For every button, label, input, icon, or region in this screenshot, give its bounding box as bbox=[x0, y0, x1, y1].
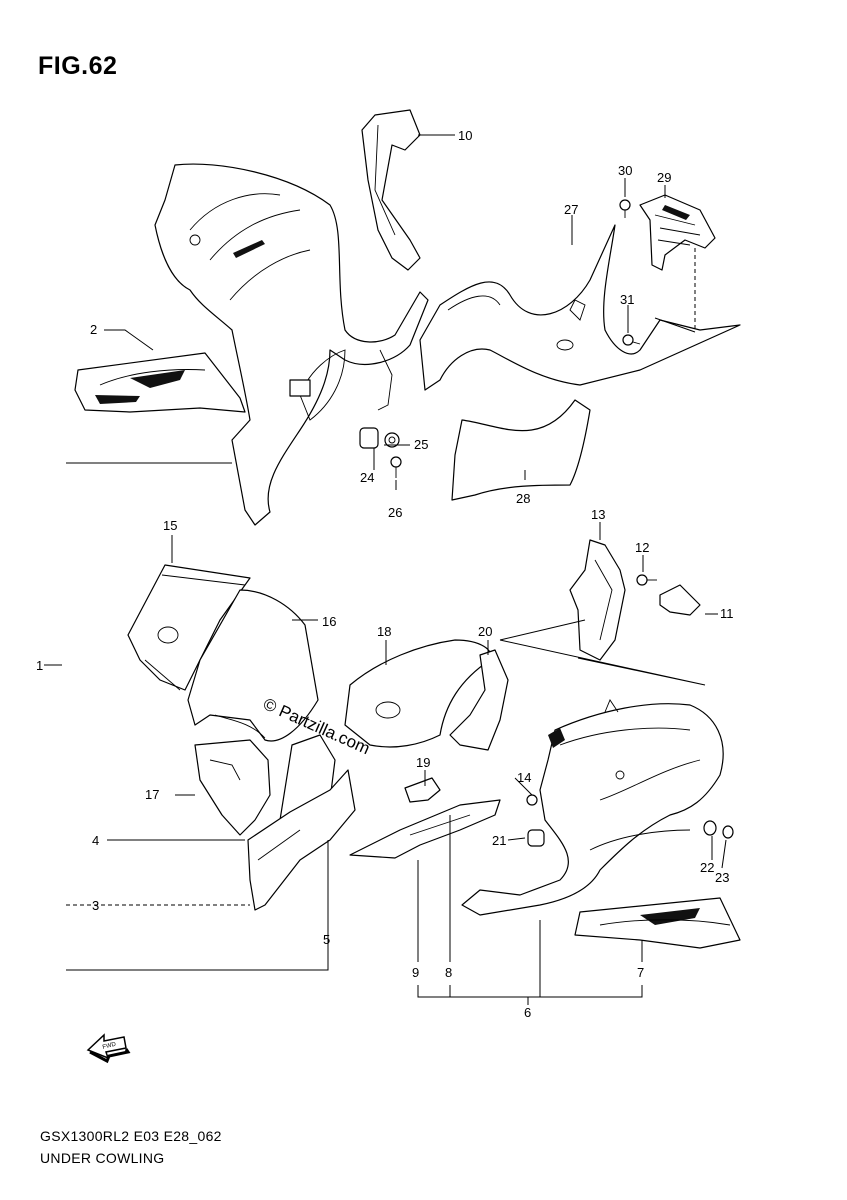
callout-16: 16 bbox=[322, 614, 336, 629]
part-lower-panel-17 bbox=[194, 739, 271, 836]
callout-9: 9 bbox=[412, 965, 419, 980]
grommet-21 bbox=[527, 829, 545, 847]
callout-7: 7 bbox=[637, 965, 644, 980]
screw-26 bbox=[390, 456, 402, 478]
callout-26: 26 bbox=[388, 505, 402, 520]
part-lower-panel-28 bbox=[451, 399, 591, 501]
callout-24: 24 bbox=[360, 470, 374, 485]
callout-11: 11 bbox=[720, 606, 734, 621]
callout-13: 13 bbox=[591, 507, 605, 522]
bracket-11 bbox=[659, 584, 701, 616]
section-name: UNDER COWLING bbox=[40, 1150, 165, 1166]
callout-2: 2 bbox=[90, 322, 97, 337]
callout-29: 29 bbox=[657, 170, 671, 185]
model-code: GSX1300RL2 E03 E28_062 bbox=[40, 1128, 222, 1144]
callout-25: 25 bbox=[414, 437, 428, 452]
callout-22: 22 bbox=[700, 860, 714, 875]
callout-17: 17 bbox=[145, 787, 159, 802]
callout-1: 1 bbox=[36, 658, 43, 673]
part-brace-13 bbox=[569, 539, 626, 661]
part-decal-right bbox=[574, 897, 741, 949]
callout-3: 3 bbox=[92, 898, 99, 913]
part-brace bbox=[361, 109, 421, 271]
part-side-panel-16 bbox=[187, 589, 319, 742]
fwd-arrow-icon: FWD bbox=[86, 1033, 131, 1064]
callout-23: 23 bbox=[715, 870, 729, 885]
callout-28: 28 bbox=[516, 491, 530, 506]
callout-18: 18 bbox=[377, 624, 391, 639]
figure-title: FIG.62 bbox=[38, 52, 118, 80]
callout-4: 4 bbox=[92, 833, 99, 848]
callout-15: 15 bbox=[163, 518, 177, 533]
callout-27: 27 bbox=[564, 202, 578, 217]
callout-8: 8 bbox=[445, 965, 452, 980]
bolt-31 bbox=[622, 334, 641, 346]
callout-10: 10 bbox=[458, 128, 472, 143]
callout-5: 5 bbox=[323, 932, 330, 947]
callout-6: 6 bbox=[524, 1005, 531, 1020]
part-side-panel-15 bbox=[127, 564, 251, 691]
bolt-30 bbox=[619, 199, 631, 218]
part-tab-19 bbox=[404, 777, 441, 803]
washer-25 bbox=[384, 432, 400, 448]
part-right-cowling-6 bbox=[461, 699, 724, 916]
callout-19: 19 bbox=[416, 755, 430, 770]
screw-14 bbox=[526, 794, 538, 806]
callout-30: 30 bbox=[618, 163, 632, 178]
part-decal-left bbox=[74, 352, 246, 413]
part-bracket bbox=[639, 194, 716, 271]
callout-20: 20 bbox=[478, 624, 492, 639]
part-panel-20 bbox=[449, 649, 509, 751]
washer-22 bbox=[703, 820, 717, 836]
leader-lines bbox=[44, 134, 727, 1005]
callout-21: 21 bbox=[492, 833, 506, 848]
part-panel-3 bbox=[247, 769, 356, 911]
callout-14: 14 bbox=[517, 770, 531, 785]
part-panel-8-9 bbox=[349, 799, 501, 859]
fwd-label: FWD bbox=[102, 1041, 117, 1051]
callout-31: 31 bbox=[620, 292, 634, 307]
grommet-24 bbox=[359, 427, 379, 449]
callout-12: 12 bbox=[635, 540, 649, 555]
callout-numbers: 10 30 29 27 31 2 25 24 26 28 15 13 12 11… bbox=[36, 128, 734, 1020]
screw-12 bbox=[636, 574, 657, 586]
part-inner-panel bbox=[419, 224, 741, 391]
washer-23 bbox=[722, 825, 734, 839]
part-under-cowling-panel bbox=[154, 163, 429, 526]
